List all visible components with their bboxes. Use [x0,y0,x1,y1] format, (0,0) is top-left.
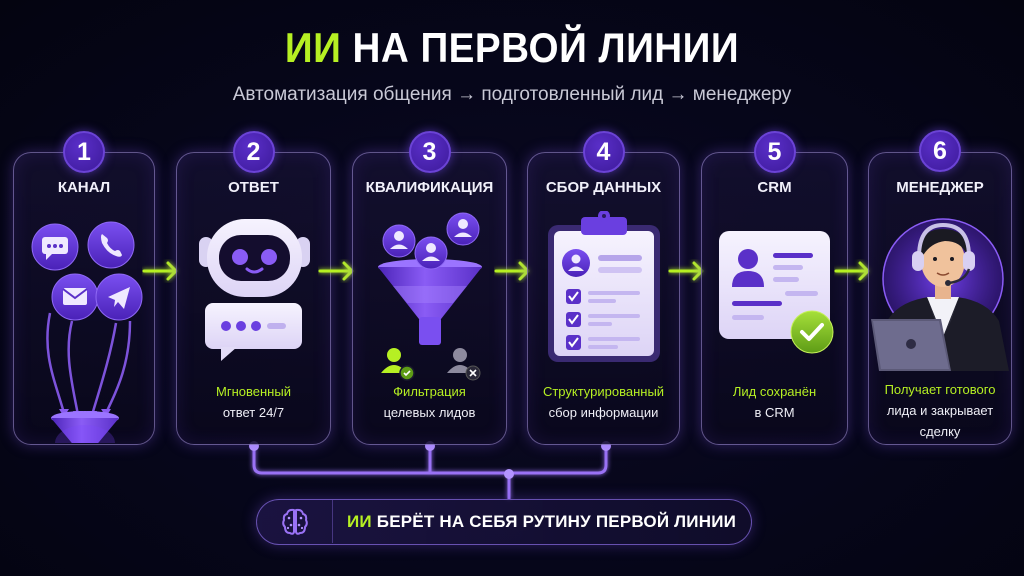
user-rejected-icon [447,348,481,381]
manager-illustration [871,218,1009,371]
caption-highlight: Получает готового [884,382,996,397]
laptop-icon [871,319,951,371]
step-title: МЕНЕДЖЕР [896,179,984,196]
step-title: CRM [757,179,792,196]
caption-highlight: Структурированный [542,384,665,399]
step-number-badge: 2 [232,131,275,173]
step-number-badge: 1 [63,131,105,173]
step-card-channel: 1 КАНАЛ [13,131,155,445]
caption-rest-line1: лида и закрывает [886,403,994,418]
step-title: СБОР ДАННЫХ [545,179,662,196]
caption-rest: в CRM [754,405,795,420]
user-icon [446,212,480,246]
caption-highlight: Фильтрация [393,384,466,399]
funnel-icon [51,411,119,443]
caption-rest: целевых лидов [383,405,476,420]
brain-icon-container [257,500,333,543]
summary-rest: БЕРЁТ НА СЕБЯ РУТИНУ ПЕРВОЙ ЛИНИИ [376,512,737,531]
step-card-response: 2 ОТВЕТ Мгновенный ответ 24/7 [176,131,331,445]
contact-card-icon [719,231,830,339]
page-title: ИИ НА ПЕРВОЙ ЛИНИИ [41,24,983,72]
title-accent: ИИ [284,24,342,71]
page-subtitle: Автоматизация общения → подготовленный л… [232,84,792,105]
qualification-illustration [378,212,482,381]
channel-illustration [31,221,143,443]
robot-illustration [199,219,310,361]
caption-highlight: Лид сохранён [732,384,817,399]
chat-icon [31,223,79,271]
step-title: КВАЛИФИКАЦИЯ [365,179,494,196]
caption-rest: ответ 24/7 [222,405,285,420]
step-caption: Структурированный сбор информации [528,381,679,423]
phone-icon [87,221,135,269]
step-title: ОТВЕТ [228,179,279,196]
step-card-qualification: 3 КВАЛИФИКАЦИЯ [352,131,507,445]
funnel-icon [378,259,482,345]
title-rest: НА ПЕРВОЙ ЛИНИИ [352,24,740,71]
caption-rest: сбор информации [548,405,659,420]
user-approved-icon [381,348,415,381]
caption-rest-line2: сделку [919,424,961,439]
crm-illustration [719,231,834,354]
mail-icon [51,273,99,321]
summary-text: ИИ БЕРЁТ НА СЕБЯ РУТИНУ ПЕРВОЙ ЛИНИИ [347,512,736,532]
step-card-data-collection: 4 СБОР ДАННЫХ Структурированный [527,131,680,445]
step-number-badge: 5 [753,131,796,173]
caption-highlight: Мгновенный [216,384,291,399]
summary-banner: ИИ БЕРЁТ НА СЕБЯ РУТИНУ ПЕРВОЙ ЛИНИИ [256,499,752,545]
step-caption: Лид сохранён в CRM [702,381,847,423]
check-circle-icon [790,310,834,354]
step-number-badge: 6 [919,130,961,172]
robot-icon [199,219,310,297]
step-caption: Фильтрация целевых лидов [353,381,506,423]
summary-accent: ИИ [347,512,372,531]
step-card-crm: 5 CRM Лид сохранён в CRM [701,131,848,445]
telegram-icon [95,273,143,321]
step-card-manager: МЕНЕДЖЕР Получает гото [868,152,1012,445]
step-number-badge: 4 [582,131,625,173]
step-title: КАНАЛ [57,179,111,196]
speech-bubble-icon [205,303,302,361]
clipboard-checklist-icon [548,211,660,362]
brain-icon [281,508,308,535]
step-number-badge: 3 [408,131,451,173]
step-caption: Мгновенный ответ 24/7 [177,381,330,423]
user-icon [382,224,416,258]
step-caption: Получает готового лида и закрывает сделк… [869,379,1011,442]
user-icon [414,236,448,270]
